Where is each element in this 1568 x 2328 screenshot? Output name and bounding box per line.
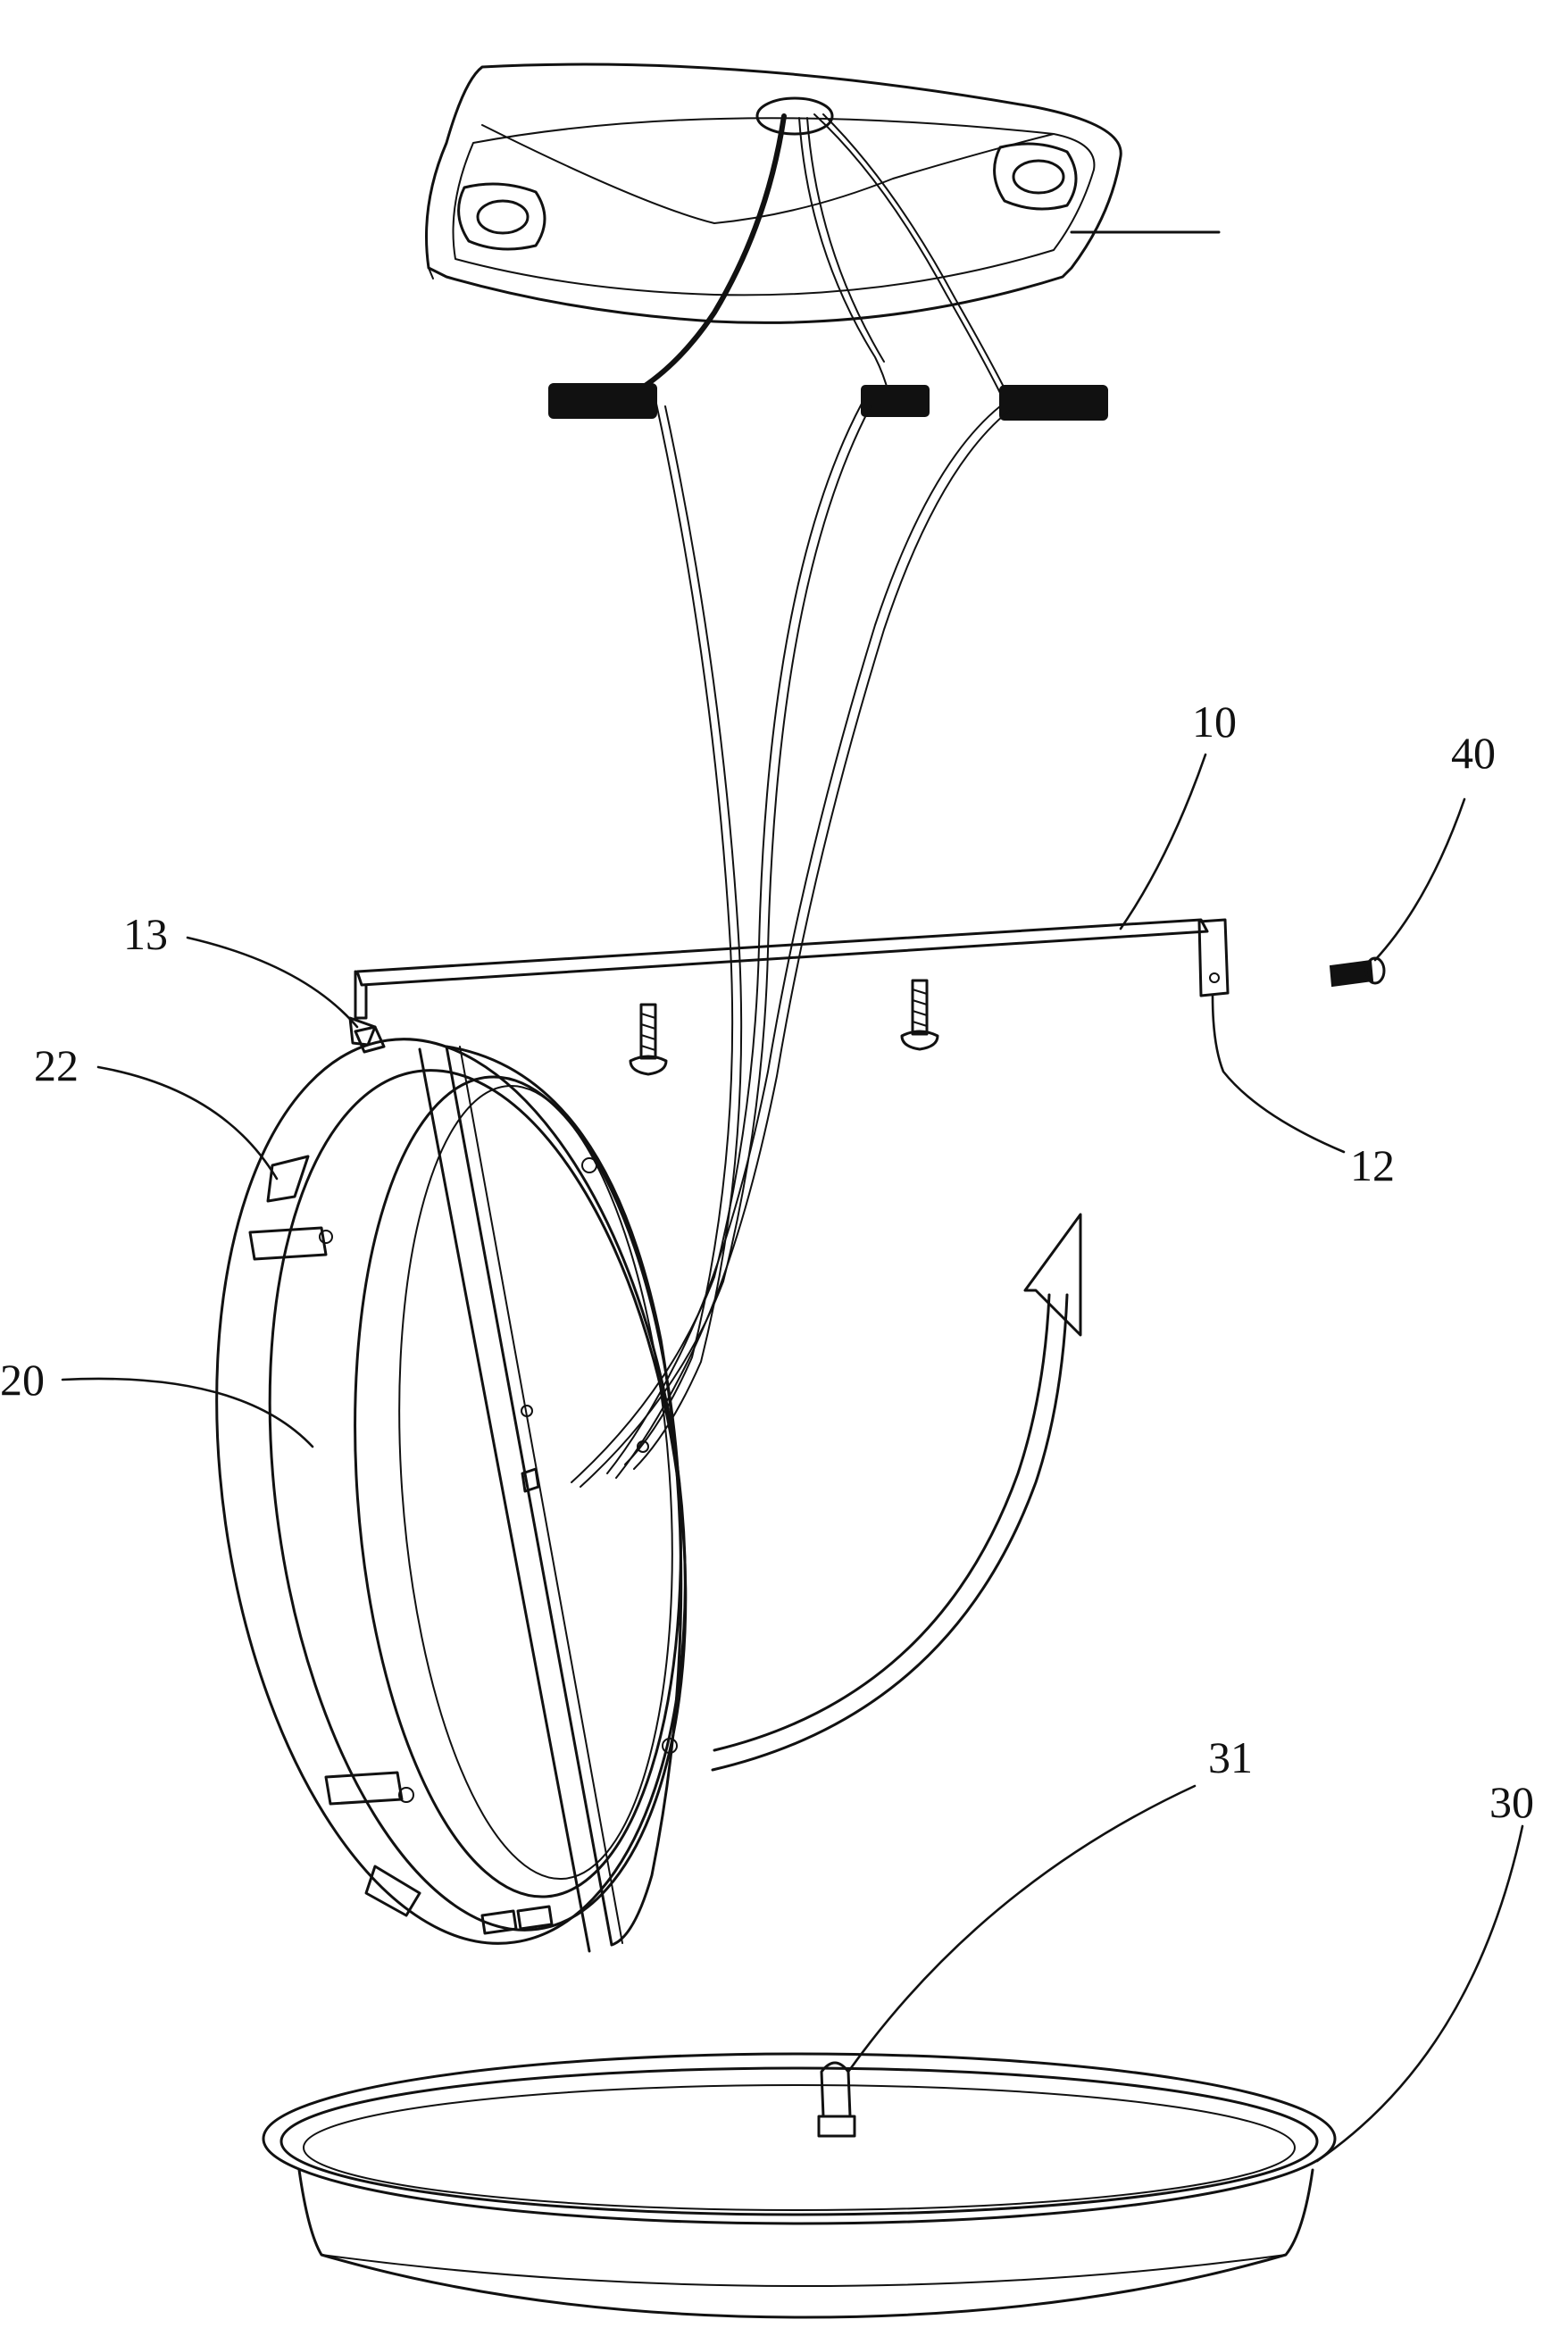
leader-22 xyxy=(98,1067,277,1179)
label-10: 10 xyxy=(1192,697,1237,747)
screw-right xyxy=(902,980,938,1049)
screw-left xyxy=(630,1005,666,1074)
leader-lines xyxy=(63,755,1522,2161)
leader-30 xyxy=(1317,1826,1522,2161)
leader-13 xyxy=(188,938,357,1027)
wire-connector-middle xyxy=(862,386,929,416)
ceiling-base xyxy=(427,64,1220,322)
label-20: 20 xyxy=(0,1355,45,1405)
label-12: 12 xyxy=(1350,1140,1395,1190)
leader-31 xyxy=(848,1786,1195,2072)
screw-40 xyxy=(1330,958,1384,986)
label-31: 31 xyxy=(1208,1732,1253,1782)
label-13: 13 xyxy=(123,909,168,959)
mounting-bracket xyxy=(350,920,1228,1045)
label-40: 40 xyxy=(1451,728,1496,778)
leader-40 xyxy=(1375,799,1464,960)
leader-10 xyxy=(1121,755,1205,929)
wire-connector-right xyxy=(1000,386,1107,420)
leader-20 xyxy=(63,1379,313,1447)
rotation-arrow xyxy=(713,1214,1080,1770)
lamp-body xyxy=(163,1008,740,1973)
lamp-cover xyxy=(263,2054,1335,2317)
wire-connector-left xyxy=(549,384,656,418)
label-30: 30 xyxy=(1489,1777,1534,1827)
label-22: 22 xyxy=(34,1040,79,1090)
leader-12 xyxy=(1213,996,1344,1152)
